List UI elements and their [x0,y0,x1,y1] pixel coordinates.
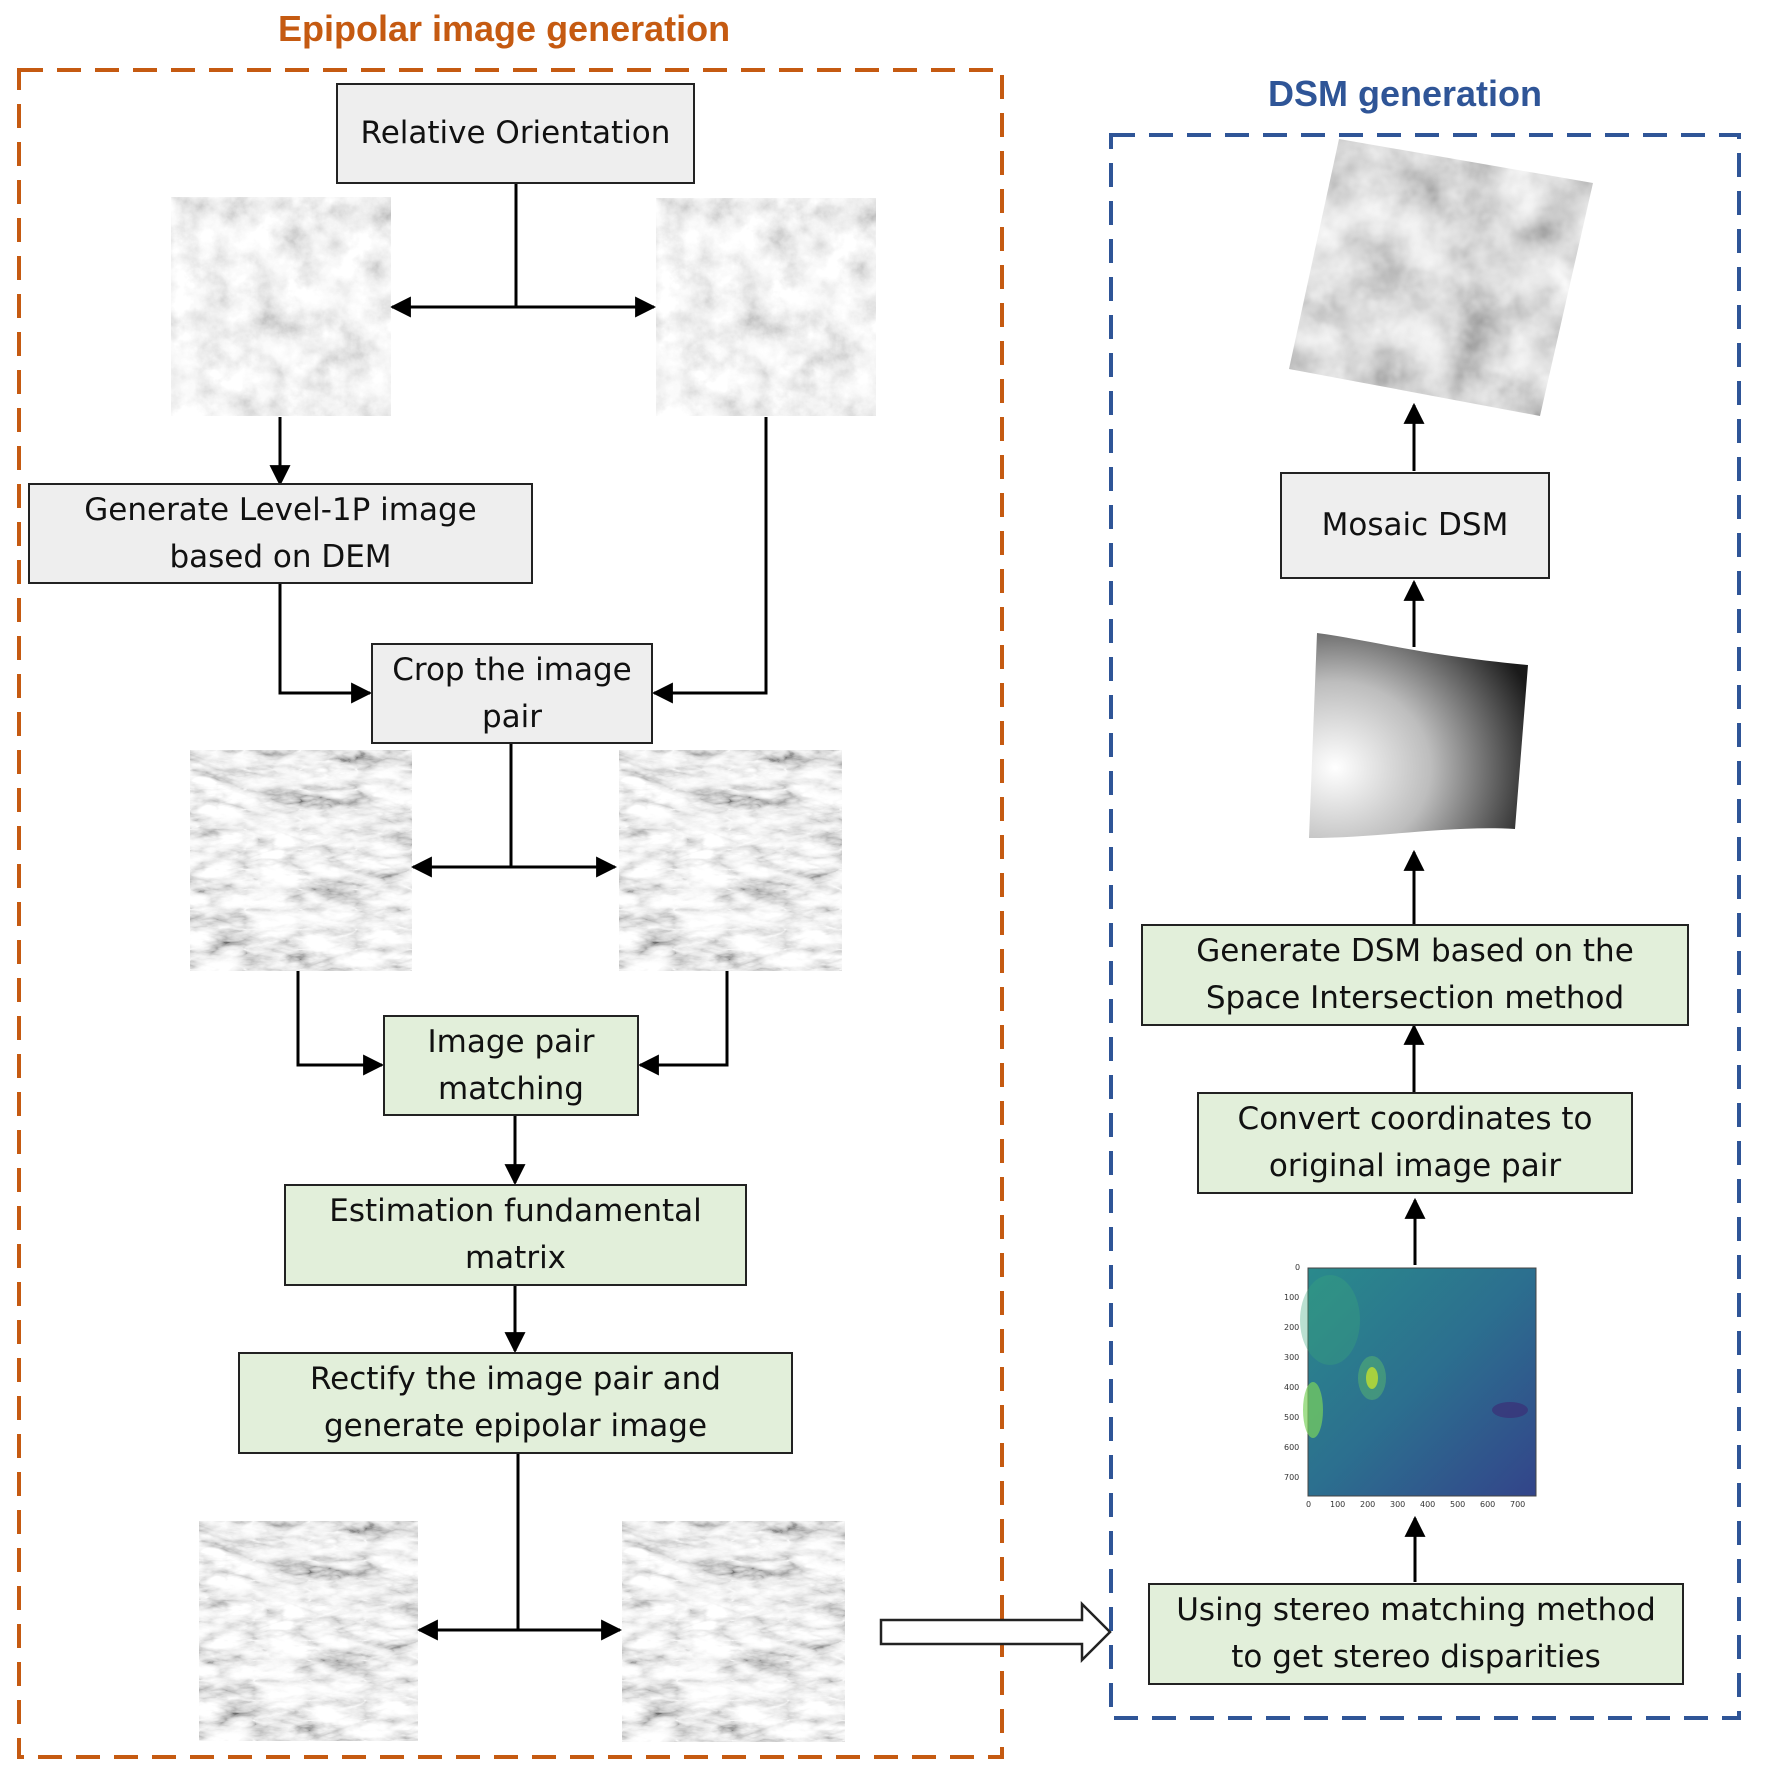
crop-image-pair-box: Crop the image pair [371,643,653,744]
image-pair-matching-line-1: Image pair [427,1023,595,1060]
x-tick-500: 500 [1450,1500,1466,1509]
epipolar-image-left [199,1521,418,1741]
dsm-connectors [1403,402,1426,1582]
x-tick-200: 200 [1360,1500,1376,1509]
generate-dsm-box: Generate DSM based on the Space Intersec… [1141,924,1689,1026]
rectify-image-pair-box: Rectify the image pair and generate epip… [238,1352,793,1454]
transfer-arrow [879,1600,1112,1664]
disparity-map [1307,1267,1537,1497]
image-pair-matching-line-2: matching [438,1070,584,1107]
epipolar-section-border [17,68,1004,1759]
y-tick-0: 0 [1295,1263,1301,1272]
x-tick-300: 300 [1390,1500,1406,1509]
x-tick-0: 0 [1306,1500,1312,1509]
epipolar-section-title: Epipolar image generation [278,8,731,49]
generate-level1p-box: Generate Level-1P image based on DEM [28,483,533,584]
arrow-level1p-to-crop [278,583,373,704]
image-pair-matching-box: Image pair matching [383,1015,639,1116]
relative-orientation-box: Relative Orientation [336,83,695,184]
epipolar-image-right [622,1521,845,1742]
generate-level1p-line-1: Generate Level-1P image [84,491,477,528]
arrow-cropleft-to-matching [296,971,385,1076]
y-tick-100: 100 [1284,1293,1300,1302]
generate-dsm-line-1: Generate DSM based on the [1196,933,1634,969]
y-tick-200: 200 [1284,1323,1300,1332]
crop-image-pair-line-1: Crop the image [392,651,632,688]
dsm-section-title: DSM generation [1268,73,1543,114]
y-tick-700: 700 [1284,1473,1300,1482]
estimation-fundamental-line-1: Estimation fundamental [329,1193,702,1229]
x-tick-600: 600 [1480,1500,1496,1509]
disparity-hotspot [1366,1367,1378,1389]
y-tick-500: 500 [1284,1413,1300,1422]
generate-dsm-line-2: Space Intersection method [1205,980,1625,1016]
x-tick-400: 400 [1420,1500,1436,1509]
x-tick-700: 700 [1510,1500,1526,1509]
satellite-image-left [171,197,391,416]
convert-coordinates-box: Convert coordinates to original image pa… [1197,1092,1633,1194]
y-tick-300: 300 [1284,1353,1300,1362]
stereo-matching-line-1: Using stereo matching method [1176,1592,1656,1628]
mosaic-dsm-box: Mosaic DSM [1280,472,1550,579]
convert-coordinates-line-1: Convert coordinates to [1237,1101,1593,1137]
disparity-plot [1300,1267,1537,1497]
dsm-section-border [1109,133,1741,1720]
smoothed-dsm-image [1309,633,1528,838]
stereo-matching-box: Using stereo matching method to get ster… [1148,1583,1684,1685]
estimation-fundamental-box: Estimation fundamental matrix [284,1184,747,1286]
final-dsm-image [1289,139,1593,416]
arrow-cropright-to-matching [637,971,729,1076]
x-tick-100: 100 [1330,1500,1346,1509]
estimation-fundamental-line-2: matrix [464,1240,567,1276]
arrow-sat-right-to-crop [651,417,768,704]
relative-orientation-line-1: Relative Orientation [360,115,671,151]
rectify-image-pair-line-2: generate epipolar image [323,1408,708,1444]
rectify-image-pair-line-1: Rectify the image pair and [310,1361,721,1397]
satellite-image-right [656,198,876,416]
epipolar-connectors [269,183,768,1641]
mosaic-dsm-line-1: Mosaic DSM [1321,507,1509,543]
cropped-image-right [619,750,842,971]
generate-level1p-line-2: based on DEM [169,538,392,575]
convert-coordinates-line-2: original image pair [1268,1148,1562,1184]
cropped-image-left [190,750,412,971]
stereo-matching-line-2: to get stereo disparities [1231,1639,1601,1675]
y-tick-600: 600 [1284,1443,1300,1452]
y-tick-400: 400 [1284,1383,1300,1392]
crop-image-pair-line-2: pair [481,698,543,735]
